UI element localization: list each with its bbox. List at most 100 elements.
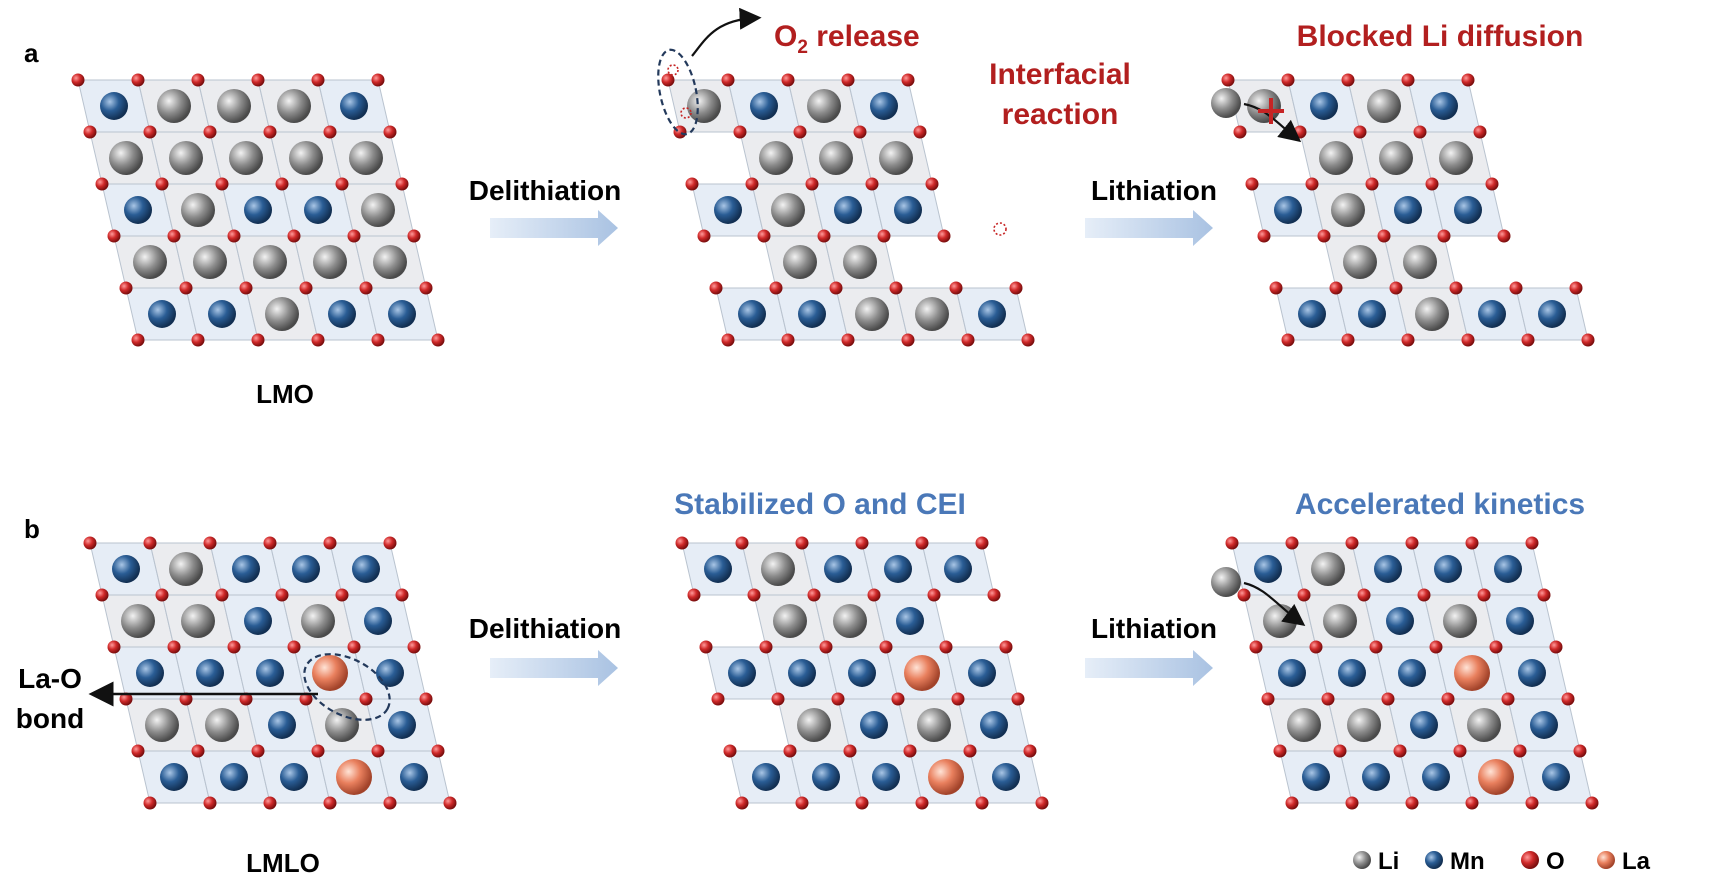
mn-atom <box>704 555 732 583</box>
o-atom <box>1389 281 1403 295</box>
o-atom <box>975 796 989 810</box>
o-atom <box>383 796 397 810</box>
o-atom <box>359 281 373 295</box>
mn-atom <box>834 196 862 224</box>
la-atom <box>1478 759 1514 795</box>
li-atom <box>797 708 831 742</box>
o-atom <box>975 536 989 550</box>
o-atom <box>1221 73 1235 87</box>
lmlo-delithiated-structure <box>675 536 1049 810</box>
o-atom <box>735 796 749 810</box>
o-atom <box>1429 640 1443 654</box>
o-atom <box>335 588 349 602</box>
o-atom <box>287 640 301 654</box>
o-atom <box>1023 744 1037 758</box>
lmo-delithiated-structure <box>661 73 1035 347</box>
o-atom <box>805 177 819 191</box>
o-atom <box>143 536 157 550</box>
mn-atom <box>304 196 332 224</box>
o-atom <box>1317 229 1331 243</box>
lithiation-label-a: Lithiation <box>1091 175 1217 206</box>
o-atom <box>915 536 929 550</box>
mn-atom <box>896 607 924 635</box>
o2-release-arrow <box>691 7 762 57</box>
o-atom <box>107 229 121 243</box>
o-atom <box>721 333 735 347</box>
mn-atom <box>1430 92 1458 120</box>
o-atom <box>1521 333 1535 347</box>
li-atom <box>133 245 167 279</box>
accelerated-kinetics-label: Accelerated kinetics <box>1295 488 1585 521</box>
o-atom <box>83 125 97 139</box>
o-atom <box>191 744 205 758</box>
o-atom <box>721 73 735 87</box>
interfacial-reaction-label-2: reaction <box>1002 98 1119 131</box>
o-atom <box>1393 744 1407 758</box>
o-atom <box>407 640 421 654</box>
o-atom <box>251 73 265 87</box>
li-insertion-arrow-b <box>1243 581 1306 626</box>
o-atom <box>877 229 891 243</box>
o-atom <box>443 796 457 810</box>
o-atom <box>829 281 843 295</box>
o-atom <box>371 333 385 347</box>
o-atom <box>1009 281 1023 295</box>
o-atom <box>119 692 133 706</box>
o-atom <box>961 333 975 347</box>
mn-atom <box>798 300 826 328</box>
o-atom <box>383 536 397 550</box>
lmo-lithiated-structure <box>1221 73 1595 347</box>
mn-atom <box>124 196 152 224</box>
legend-mn-label: Mn <box>1450 848 1485 875</box>
delithiation-arrow-a <box>490 210 618 246</box>
o-atom <box>395 177 409 191</box>
mn-atom <box>268 711 296 739</box>
mn-atom <box>340 92 368 120</box>
o-atom <box>431 333 445 347</box>
o-atom <box>95 588 109 602</box>
interfacial-reaction-label-1: Interfacial <box>989 58 1131 91</box>
o-atom <box>781 333 795 347</box>
o-atom <box>419 692 433 706</box>
o2-release-label: O2 release <box>774 20 920 58</box>
la-o-bond-label-2: bond <box>16 703 84 734</box>
o-atom <box>1497 229 1511 243</box>
panel-letter-a: a <box>24 38 39 68</box>
mn-atom <box>160 763 188 791</box>
mn-atom <box>196 659 224 687</box>
o-atom <box>215 177 229 191</box>
mn-atom <box>1338 659 1366 687</box>
o-atom <box>903 744 917 758</box>
mn-atom <box>388 711 416 739</box>
li-atom <box>1379 141 1413 175</box>
li-atom <box>1263 604 1297 638</box>
mn-atom <box>1434 555 1462 583</box>
o-atom <box>287 229 301 243</box>
o-atom <box>107 640 121 654</box>
li-atom <box>109 141 143 175</box>
mn-atom <box>388 300 416 328</box>
o-atom <box>167 229 181 243</box>
li-atom <box>1347 708 1381 742</box>
mn-atom <box>978 300 1006 328</box>
li-atom <box>1367 89 1401 123</box>
li-atom <box>833 604 867 638</box>
o-atom <box>1309 640 1323 654</box>
li-atom <box>783 245 817 279</box>
stabilized-o-cei-label: Stabilized O and CEI <box>674 488 966 521</box>
li-atom <box>373 245 407 279</box>
li-atom <box>229 141 263 175</box>
o-atom <box>143 125 157 139</box>
mn-atom <box>1254 555 1282 583</box>
o-atom <box>1489 640 1503 654</box>
o-atom <box>793 125 807 139</box>
o-atom <box>323 125 337 139</box>
o-atom <box>999 640 1013 654</box>
o-atom <box>1369 640 1383 654</box>
o-atom <box>1381 692 1395 706</box>
o-atom <box>371 744 385 758</box>
o-atom <box>915 796 929 810</box>
o-atom <box>191 73 205 87</box>
o-atom <box>987 588 1001 602</box>
